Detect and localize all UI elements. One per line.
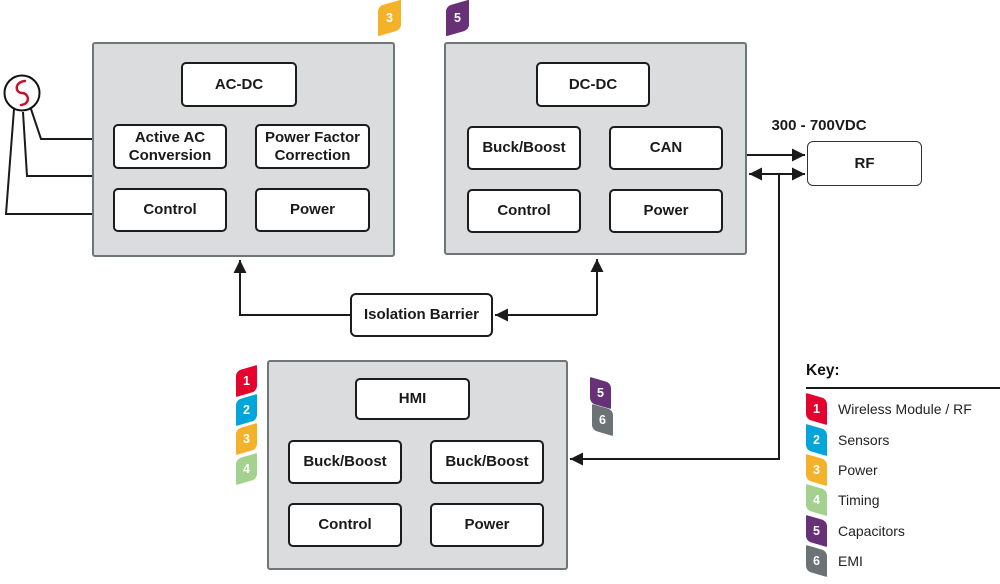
- badge-number: 5: [454, 11, 461, 26]
- key-item-power: 3 Power: [806, 453, 1000, 486]
- acdc-cell-active-ac-conversion: Active AC Conversion: [113, 124, 227, 169]
- dcdc-cell-control: Control: [467, 189, 581, 233]
- key-item-wireless: 1 Wireless Module / RF: [806, 393, 1000, 426]
- badge-number: 3: [813, 462, 820, 477]
- badge-number: 2: [813, 432, 820, 447]
- badge-number: 2: [243, 403, 250, 418]
- key-badge-6: 6: [806, 545, 827, 578]
- acdc-title-box: AC-DC: [181, 62, 297, 107]
- key-item-timing: 4 Timing: [806, 484, 1000, 517]
- key-badge-5: 5: [806, 514, 827, 547]
- connector-isolation-to-acdc: [233, 260, 350, 316]
- key-item-label: Capacitors: [838, 522, 905, 539]
- badge-number: 5: [597, 385, 604, 400]
- hmi-cell-buck-boost-left: Buck/Boost: [288, 440, 402, 484]
- badge-number: 3: [243, 432, 250, 447]
- badge-number: 1: [813, 402, 820, 417]
- dcdc-cell-buck-boost: Buck/Boost: [467, 126, 581, 170]
- ac-source-icon: [3, 74, 41, 112]
- key-badge-4: 4: [806, 484, 827, 517]
- connector-to-hmi: [570, 174, 780, 466]
- dcdc-title-box: DC-DC: [536, 62, 650, 107]
- acdc-cell-control: Control: [113, 188, 227, 232]
- key-badge-1: 1: [806, 393, 827, 426]
- key-title: Key:: [806, 362, 840, 379]
- isolation-barrier-box: Isolation Barrier: [350, 293, 493, 337]
- badge-number: 5: [813, 523, 820, 538]
- source-leg-top: [30, 108, 92, 140]
- key-item-label: Timing: [838, 492, 880, 509]
- source-leg-mid: [22, 111, 92, 177]
- key-item-label: Sensors: [838, 431, 890, 448]
- key-item-label: Wireless Module / RF: [838, 401, 972, 418]
- badge-number: 3: [386, 11, 393, 26]
- key-panel: Key: 1 Wireless Module / RF 2 Sensors 3 …: [806, 362, 1000, 578]
- key-item-emi: 6 EMI: [806, 545, 1000, 578]
- hmi-title-box: HMI: [355, 378, 470, 420]
- voltage-label: 300 - 700VDC: [771, 117, 867, 134]
- hmi-cell-power: Power: [430, 503, 544, 547]
- hmi-cell-control: Control: [288, 503, 402, 547]
- key-item-capacitors: 5 Capacitors: [806, 514, 1000, 547]
- key-item-label: Power: [838, 461, 878, 478]
- acdc-cell-power: Power: [255, 188, 370, 232]
- dcdc-cell-power: Power: [609, 189, 723, 233]
- acdc-cell-power-factor-correction: Power Factor Correction: [255, 124, 370, 169]
- rf-box: RF: [807, 141, 922, 186]
- key-item-sensors: 2 Sensors: [806, 423, 1000, 456]
- sine-wave-glyph: [15, 79, 30, 107]
- key-items: 1 Wireless Module / RF 2 Sensors 3 Power…: [806, 393, 1000, 578]
- badge-number: 6: [599, 412, 606, 427]
- key-divider: [806, 387, 1000, 389]
- badge-number: 1: [243, 374, 250, 389]
- badge-number: 6: [813, 554, 820, 569]
- hmi-cell-buck-boost-right: Buck/Boost: [430, 440, 544, 484]
- key-badge-3: 3: [806, 453, 827, 486]
- badge-number: 4: [813, 493, 820, 508]
- key-item-label: EMI: [838, 553, 863, 570]
- key-badge-2: 2: [806, 423, 827, 456]
- dcdc-cell-can: CAN: [609, 126, 723, 170]
- source-leg-bottom: [4, 108, 92, 215]
- badge-number: 4: [243, 462, 250, 477]
